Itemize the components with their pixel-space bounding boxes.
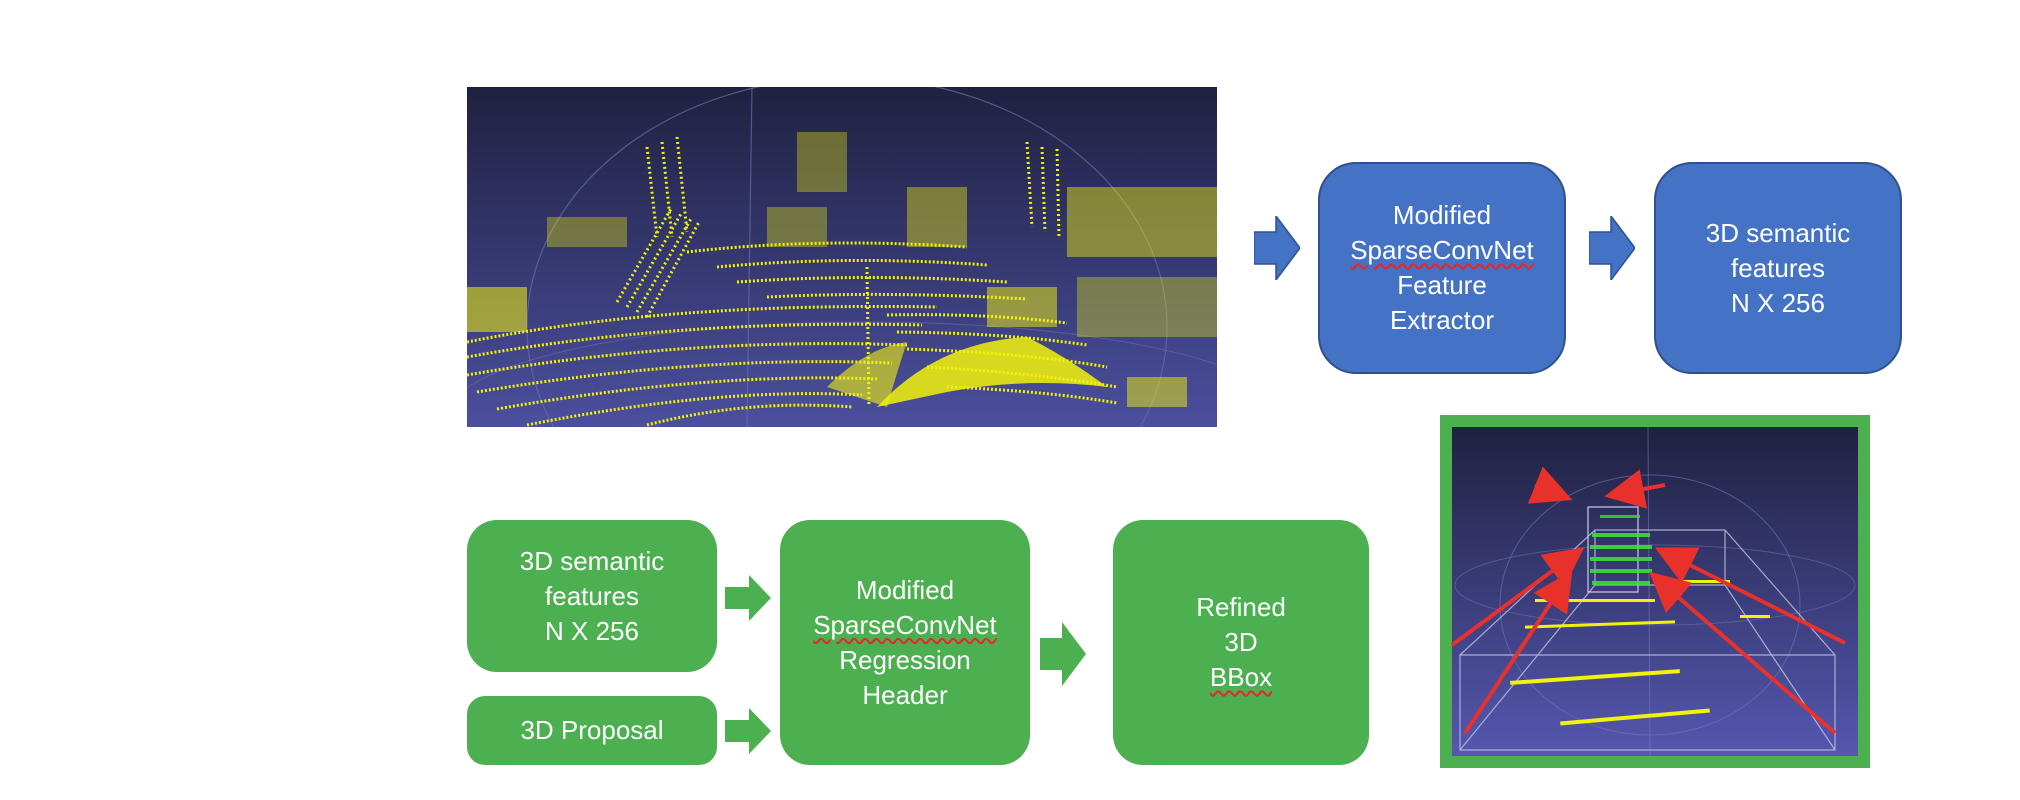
semantic-features-top-line2: features [1731,252,1825,283]
semantic-features-bottom-line1: 3D semantic [519,545,665,576]
feature-extractor-box: Modified SparseConvNet Feature Extractor [1318,162,1566,374]
feature-extractor-line3: Feature [1397,270,1487,300]
right-block-arrow-icon [1040,622,1086,686]
right-block-arrow-icon [1254,216,1300,280]
feature-extractor-line2: SparseConvNet [1350,235,1534,265]
semantic-features-bottom-line2: features [545,580,639,611]
right-block-arrow-icon [725,708,771,754]
lidar-point-cloud-image [467,87,1217,427]
refined-bbox-box: Refined 3D BBox [1113,520,1369,765]
regression-header-line1: Modified [855,574,955,605]
semantic-features-box-bottom: 3D semantic features N X 256 [467,520,717,672]
semantic-features-top-line3: N X 256 [1731,287,1825,318]
semantic-features-box-top: 3D semantic features N X 256 [1654,162,1902,374]
bbox-visualization-svg [1450,426,1858,756]
feature-extractor-line1: Modified [1392,200,1492,230]
proposal-label: 3D Proposal [520,715,664,745]
point-cloud-svg [467,87,1217,427]
refined-bbox-visualization [1440,415,1870,768]
proposal-box: 3D Proposal [467,696,717,765]
regression-header-box: Modified SparseConvNet Regression Header [780,520,1030,765]
right-block-arrow-icon [1589,216,1635,280]
semantic-features-top-line1: 3D semantic [1705,217,1851,248]
regression-header-line4: Header [862,679,948,710]
semantic-features-bottom-line3: N X 256 [545,615,639,646]
refined-bbox-line1: Refined [1196,592,1286,622]
refined-bbox-bbox-word: BBox [1209,662,1273,692]
refined-bbox-line2: 3D BBox [1196,625,1286,695]
right-block-arrow-icon [725,575,771,621]
feature-extractor-line4: Extractor [1389,305,1494,335]
regression-header-line2: SparseConvNet [813,609,997,640]
regression-header-line3: Regression [839,644,971,675]
